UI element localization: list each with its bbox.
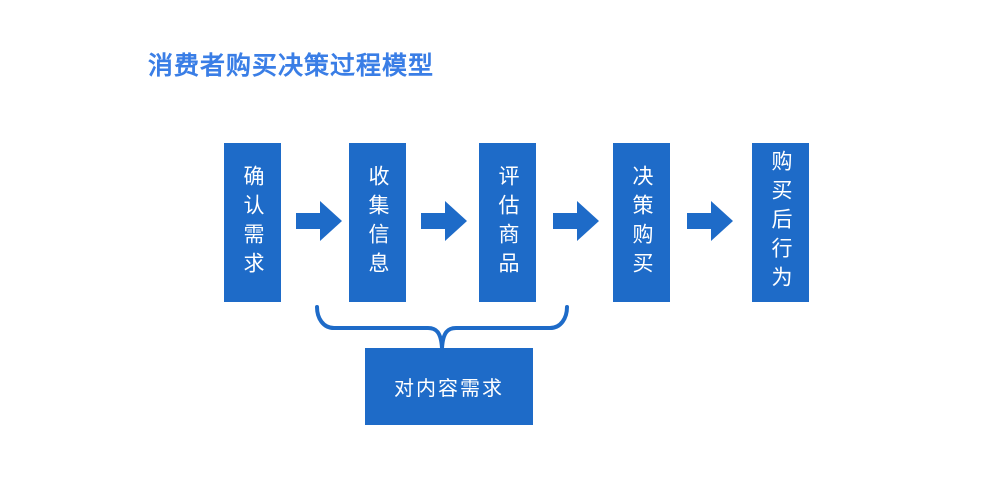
under-brace-icon: [315, 305, 569, 350]
step-box-confirm-need: 确认需求: [224, 143, 281, 302]
step-box-collect-info: 收集信息: [349, 143, 406, 302]
flow-arrow-icon: [687, 201, 733, 241]
step-box-decide-purchase: 决策购买: [613, 143, 670, 302]
diagram-title: 消费者购买决策过程模型: [148, 52, 435, 80]
step-label: 评估商品: [496, 164, 519, 281]
annotation-label: 对内容需求: [394, 378, 504, 400]
step-box-evaluate-goods: 评估商品: [479, 143, 536, 302]
annotation-box: 对内容需求: [365, 348, 533, 425]
step-label: 收集信息: [366, 164, 389, 281]
step-label: 购买后行为: [769, 150, 792, 295]
step-box-post-purchase-behavior: 购买后行为: [752, 143, 809, 302]
flow-arrow-icon: [421, 201, 467, 241]
flow-arrow-icon: [553, 201, 599, 241]
step-label: 确认需求: [241, 164, 264, 281]
flow-arrow-icon: [296, 201, 342, 241]
step-label: 决策购买: [630, 164, 653, 281]
